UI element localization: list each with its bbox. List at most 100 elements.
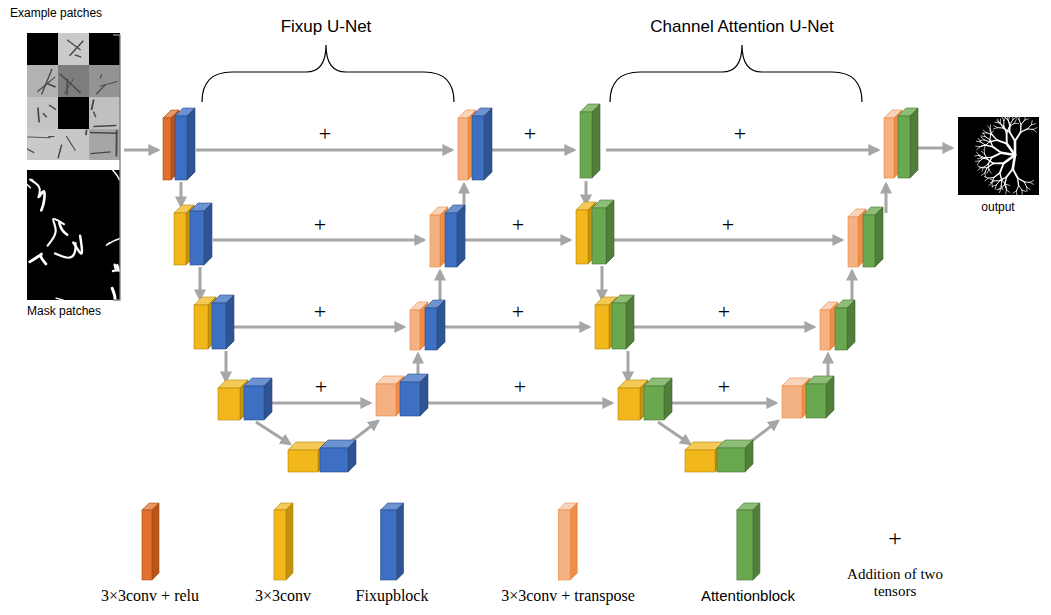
vessel-branch — [994, 173, 1000, 178]
flow-arrow — [885, 184, 888, 213]
vessel-branch — [994, 126, 998, 128]
image-ground — [958, 117, 1039, 195]
image-texture — [115, 130, 117, 156]
vessel-branch — [990, 140, 997, 142]
flow-arrow — [601, 266, 604, 299]
vessel-branch — [976, 152, 979, 155]
vessel-branch — [990, 129, 992, 134]
vessel-stroke — [30, 179, 40, 197]
addition-symbol: + — [319, 123, 331, 145]
image-tile — [58, 65, 89, 97]
vessel-branch — [1033, 128, 1037, 130]
legend-item: Addition of two tensors — [840, 566, 950, 601]
addition-symbol: + — [718, 301, 730, 323]
layer-block — [806, 376, 834, 418]
vessel-branch — [987, 163, 993, 167]
vessel-branch — [994, 180, 1000, 181]
image-texture — [91, 152, 111, 154]
image-texture — [90, 132, 117, 134]
vessel-stroke — [97, 170, 120, 180]
image-texture — [66, 136, 75, 151]
vessel-branch — [1013, 169, 1018, 178]
vessel-branch — [979, 155, 984, 157]
legend-text: 3×3conv + relu — [101, 587, 199, 605]
image-tile — [89, 97, 120, 129]
image-tile — [27, 129, 58, 160]
image-texture — [42, 69, 53, 95]
layer-block — [863, 207, 883, 267]
vessel-branch — [996, 181, 1000, 185]
vessel-branch — [993, 147, 1001, 153]
image-tile — [89, 129, 120, 160]
vessel-branch — [1003, 121, 1004, 127]
vessel-branch — [985, 168, 987, 173]
flow-arrow — [124, 149, 158, 152]
vessel-branch — [1021, 120, 1025, 124]
image-caption: Example patches — [10, 6, 102, 20]
vessel-branch — [1014, 141, 1017, 155]
vessel-stroke — [104, 288, 115, 300]
vessel-branch — [1031, 124, 1035, 125]
vessel-branch — [1005, 184, 1007, 189]
flow-arrow — [213, 239, 424, 242]
layer-block — [472, 108, 492, 180]
vessel-branch — [989, 183, 992, 186]
layer-block — [445, 205, 465, 267]
image-texture — [60, 74, 81, 93]
vessel-branch — [997, 140, 1007, 144]
image-texture — [93, 125, 116, 126]
flow-arrow — [465, 239, 570, 242]
arrow-layer — [124, 148, 952, 446]
vessel-branch — [1014, 123, 1018, 124]
layer-block — [717, 440, 753, 472]
layer-block — [212, 295, 234, 349]
legend-item: 3×3conv + transpose — [501, 502, 635, 605]
vessel-branch — [1014, 120, 1016, 124]
image-texture — [100, 74, 101, 78]
vessel-branch — [1000, 119, 1001, 123]
image-tile — [58, 97, 89, 129]
vessel-branch — [977, 161, 979, 165]
image-ground — [27, 170, 120, 300]
vessel-branch — [1007, 117, 1009, 119]
layer-block — [644, 378, 672, 420]
image-tile — [27, 97, 58, 129]
layer-block — [558, 503, 577, 580]
vessel-branch — [1005, 190, 1007, 194]
vessel-stroke — [113, 270, 120, 290]
vessel-branch — [984, 173, 986, 177]
flow-arrow — [658, 422, 690, 444]
vessel-branch — [981, 137, 984, 140]
image-texture — [64, 78, 74, 94]
vessel-branch — [994, 128, 998, 129]
image-texture — [85, 130, 87, 135]
flow-arrow — [634, 326, 814, 329]
vessel-branch — [978, 138, 980, 142]
vessel-branch — [988, 177, 994, 179]
vessel-branch — [984, 150, 985, 154]
vessel-branch — [1033, 129, 1036, 132]
image-tile — [89, 33, 120, 65]
vessel-branch — [1030, 180, 1034, 182]
vessel-branch — [985, 178, 988, 181]
vessel-branch — [1003, 128, 1009, 132]
layer-block — [835, 300, 855, 350]
vessel-branch — [984, 157, 992, 159]
addition-symbol: + — [888, 526, 902, 550]
vessel-stroke — [59, 223, 67, 235]
vessel-branch — [1017, 178, 1019, 186]
image-texture — [27, 136, 50, 138]
vessel-branch — [1019, 119, 1021, 124]
image-node: output — [981, 200, 1014, 214]
vessel-branch — [1026, 187, 1027, 191]
vessel-stroke — [55, 243, 76, 258]
image-texture — [47, 83, 56, 87]
vessel-branch — [985, 154, 988, 159]
flow-arrow — [196, 149, 452, 152]
image-texture — [75, 55, 81, 57]
vessel-branch — [988, 126, 991, 129]
vessel-branch — [1000, 177, 1007, 181]
image-texture — [93, 112, 95, 118]
image-texture — [48, 136, 54, 137]
vessel-branch — [985, 142, 989, 146]
